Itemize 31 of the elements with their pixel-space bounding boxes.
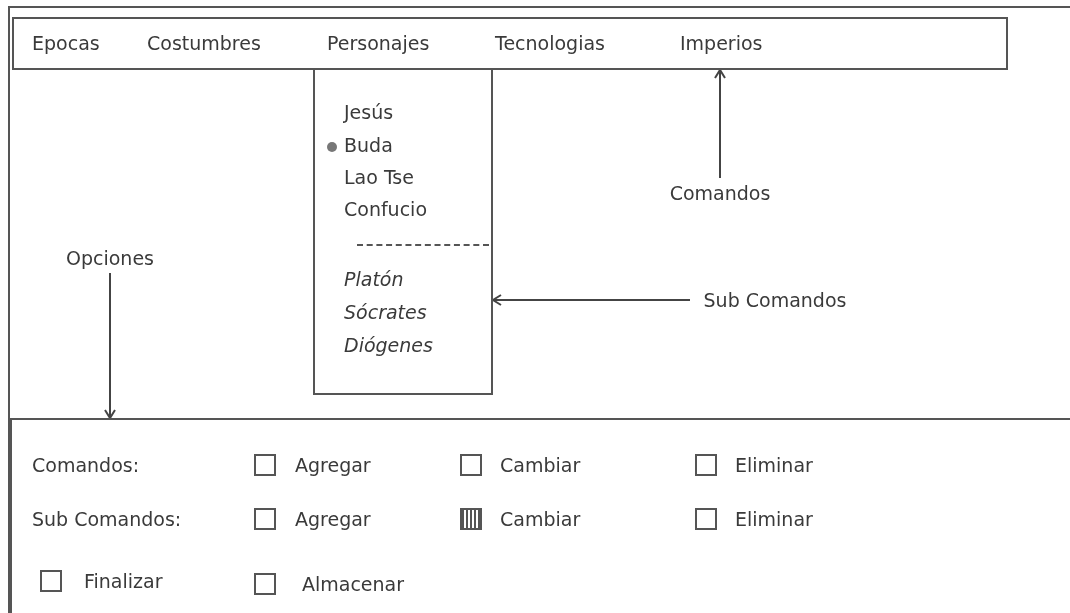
menu-bar <box>12 17 1008 70</box>
arrow <box>714 69 726 179</box>
menu-option: Confucio <box>344 200 427 219</box>
menu-option: Sócrates <box>344 303 427 322</box>
menu-item: Tecnologias <box>495 34 605 53</box>
options-panel <box>10 418 1070 613</box>
option-label: Eliminar <box>735 456 813 475</box>
menu-option: Platón <box>344 270 404 289</box>
menu-option: Buda <box>344 136 393 155</box>
option-label: Cambiar <box>500 456 581 475</box>
annotation-text: Comandos <box>660 178 780 208</box>
option-label: Agregar <box>295 510 371 529</box>
menu-item: Costumbres <box>147 34 261 53</box>
arrow <box>104 272 116 419</box>
option-label: Agregar <box>295 456 371 475</box>
annotation-text: Opciones <box>50 243 170 273</box>
menu-item: Imperios <box>680 34 763 53</box>
dropdown-menu <box>313 70 493 395</box>
annotation-text: Sub Comandos <box>690 285 860 315</box>
option-label: Almacenar <box>302 575 405 594</box>
menu-item: Epocas <box>32 34 100 53</box>
option-label: Eliminar <box>735 510 813 529</box>
option-label: Comandos: <box>32 456 140 475</box>
arrow <box>492 294 691 306</box>
menu-option: Jesús <box>344 103 394 122</box>
option-label: Finalizar <box>84 572 163 591</box>
option-label: Cambiar <box>500 510 581 529</box>
menu-option: Diógenes <box>344 336 433 355</box>
option-label: Sub Comandos: <box>32 510 182 529</box>
menu-item: Personajes <box>327 34 430 53</box>
menu-option: Lao Tse <box>344 168 414 187</box>
